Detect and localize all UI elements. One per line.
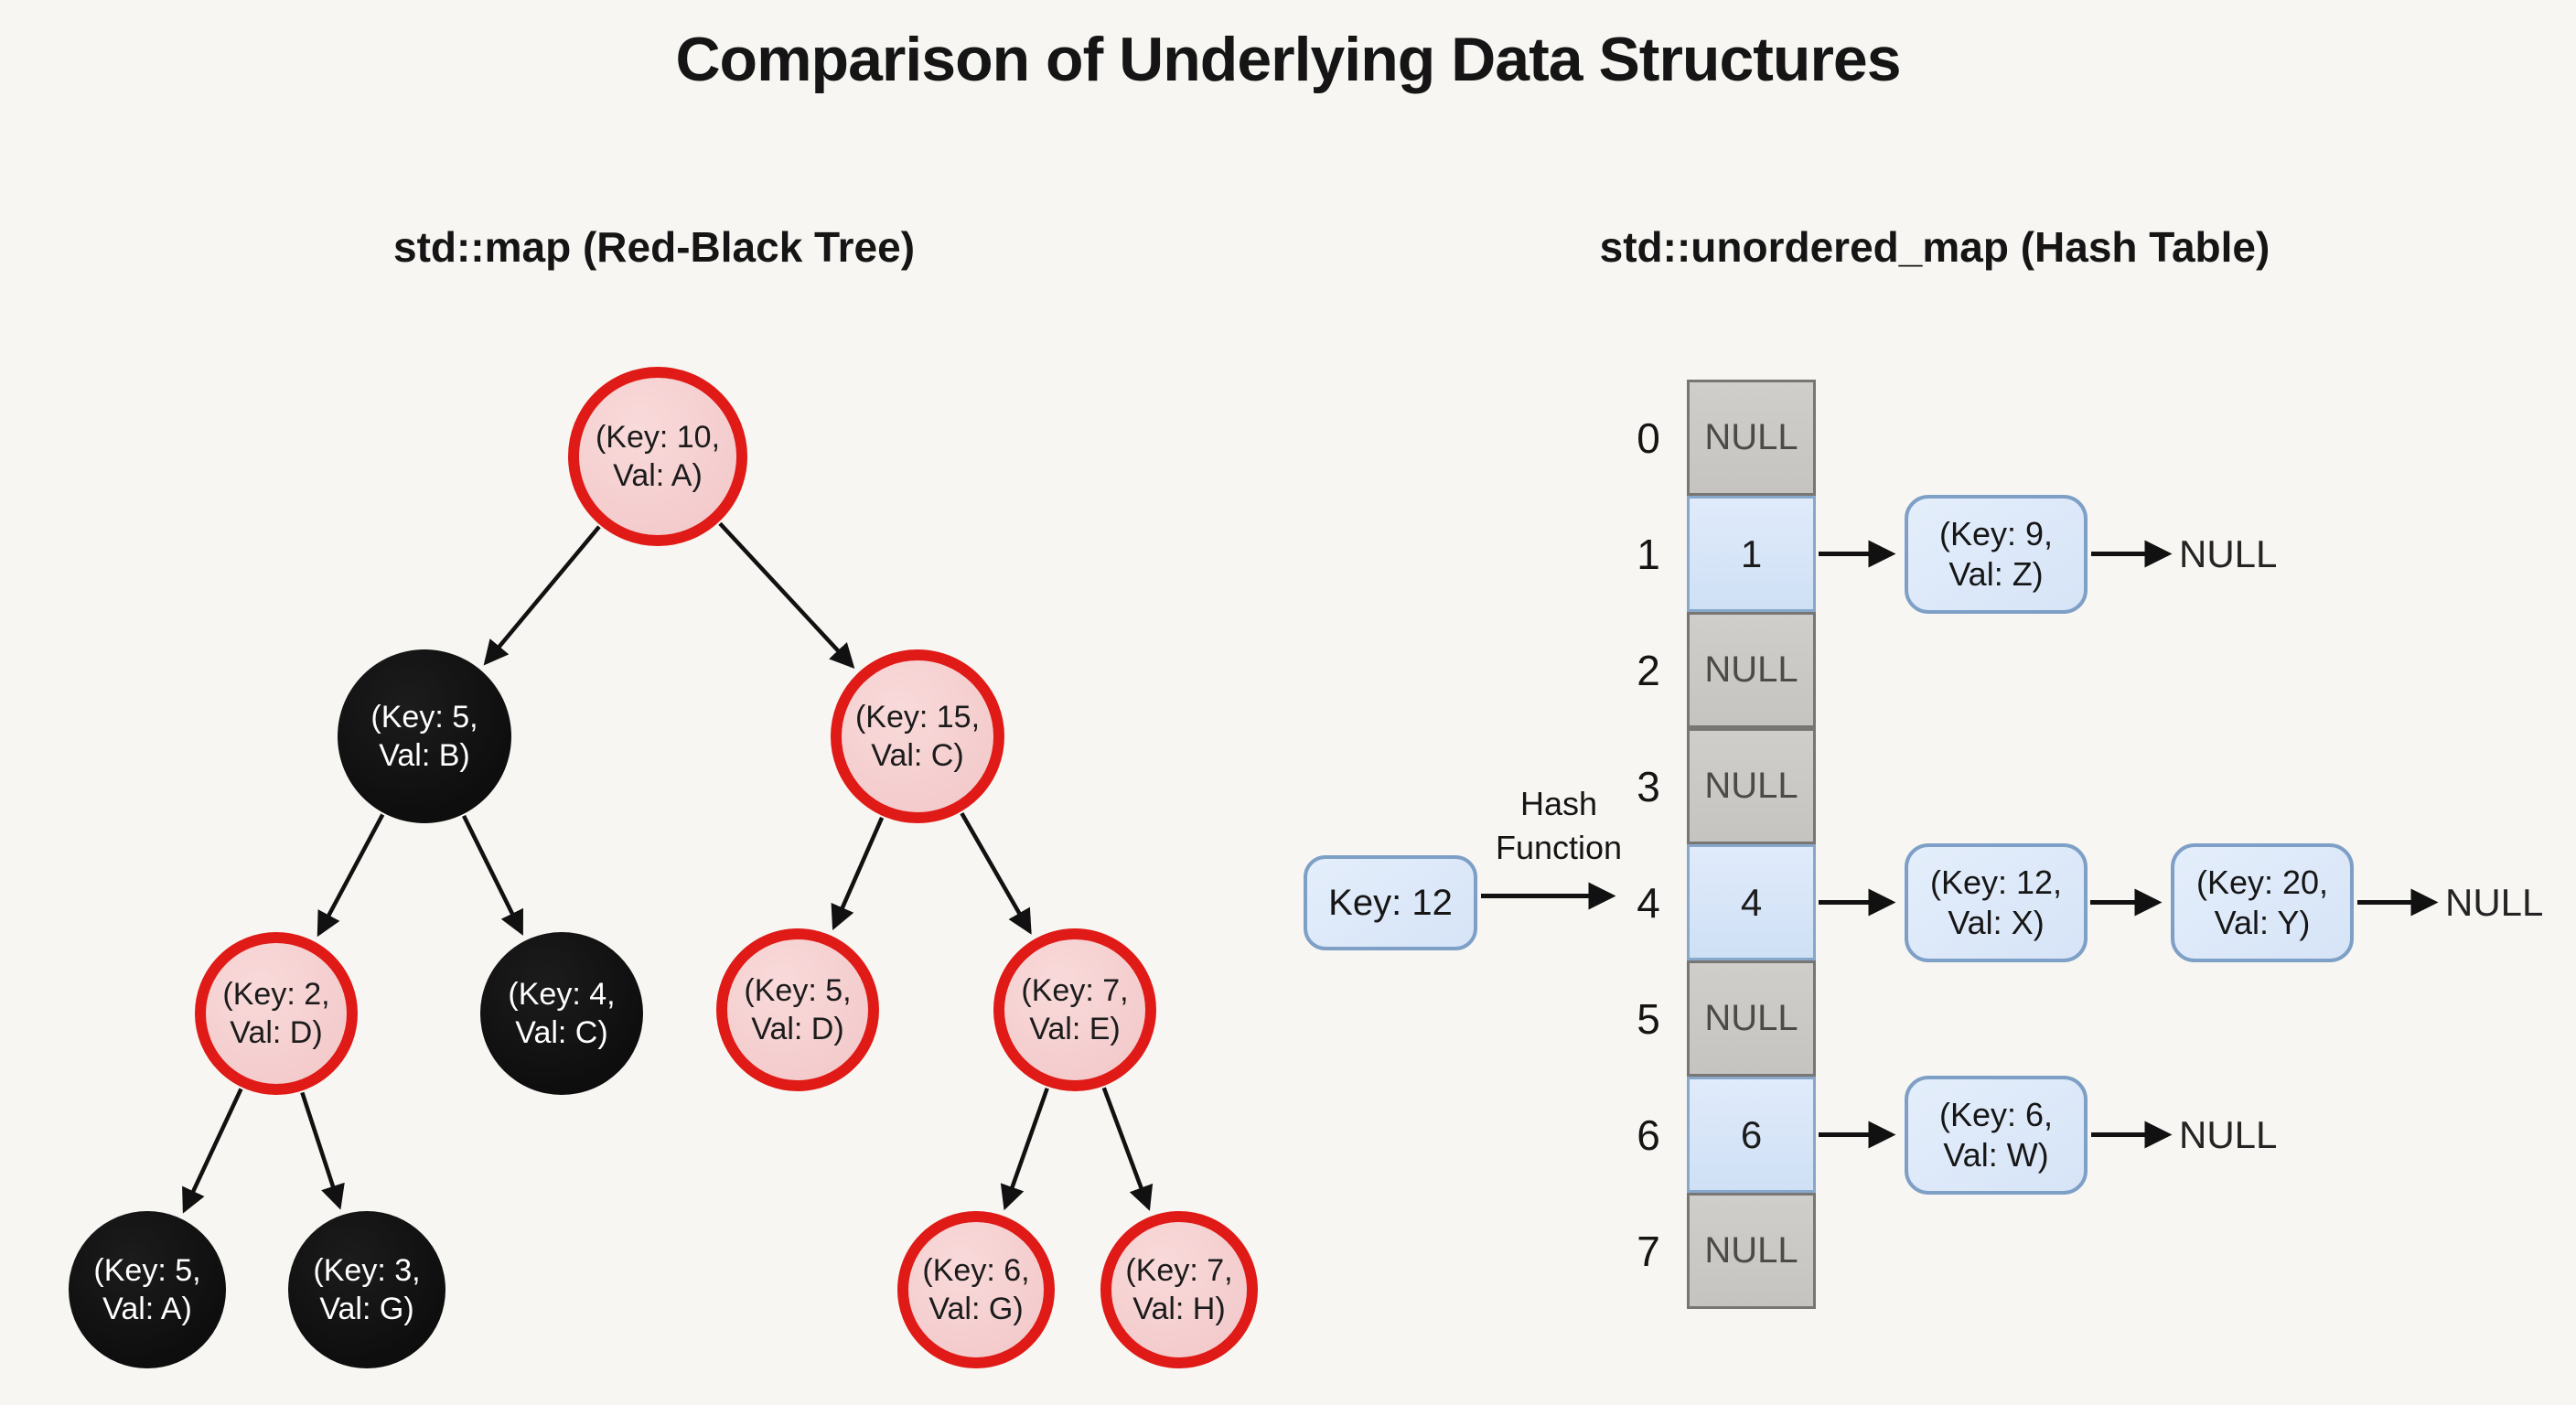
chain-node-val: Val: X) xyxy=(1948,903,2045,941)
tree-node-key: (Key: 6, xyxy=(922,1253,1030,1288)
page-title: Comparison of Underlying Data Structures xyxy=(675,25,1901,94)
arrow xyxy=(317,813,385,938)
left-panel-subtitle: std::map (Red-Black Tree) xyxy=(392,223,916,271)
bucket-cell-empty: NULL xyxy=(1687,960,1816,1077)
arrow xyxy=(831,816,885,931)
tree-node-val: Val: A) xyxy=(102,1292,192,1326)
bucket-index: 4 xyxy=(1637,878,1660,927)
bucket-index: 7 xyxy=(1637,1227,1660,1275)
tree-node-key: (Key: 7, xyxy=(1021,973,1129,1008)
bucket-cell-occupied: 6 xyxy=(1687,1077,1816,1193)
chain-node-key: (Key: 6, xyxy=(1938,1095,2054,1133)
tree-node-black: (Key: 5,Val: B) xyxy=(338,649,511,823)
hash-function-label: Hash Function xyxy=(1496,782,1622,870)
tree-node-key: (Key: 5, xyxy=(370,700,478,735)
right-panel-subtitle: std::unordered_map (Hash Table) xyxy=(1599,223,2270,271)
arrow xyxy=(1000,1088,1049,1211)
bucket-index: 6 xyxy=(1637,1110,1660,1159)
tree-node-val: Val: B) xyxy=(379,738,470,773)
arrow xyxy=(462,814,524,936)
tree-node-red: (Key: 7, Val: H) xyxy=(1100,1211,1258,1368)
bucket-index: 1 xyxy=(1637,530,1660,578)
arrow xyxy=(300,1091,345,1210)
arrow xyxy=(182,1088,243,1214)
bucket-cell-occupied: 4 xyxy=(1687,844,1816,960)
tree-node-key: (Key: 7, xyxy=(1125,1253,1233,1288)
chain-node: (Key: 9,Val: Z) xyxy=(1905,494,2088,614)
bucket-index: 3 xyxy=(1637,762,1660,810)
chain-node-val: Val: W) xyxy=(1943,1135,2049,1174)
tree-node-val: Val: D) xyxy=(230,1015,323,1050)
tree-node-val: Val: C) xyxy=(515,1015,608,1050)
tree-node-val: Val: E) xyxy=(1029,1012,1121,1046)
arrow xyxy=(483,525,601,666)
arrow xyxy=(718,521,855,670)
tree-node-key: (Key: 4, xyxy=(508,977,616,1012)
tree-node-black: (Key: 3, Val: G) xyxy=(288,1211,445,1368)
tree-node-key: (Key: 10, xyxy=(595,420,721,455)
hash-function-label-line1: Hash xyxy=(1519,785,1598,822)
tree-node-val: Val: G) xyxy=(928,1292,1024,1326)
chain-node-val: Val: Y) xyxy=(2214,903,2311,941)
tree-node-val: Val: A) xyxy=(613,458,703,493)
arrow xyxy=(960,811,1032,935)
bucket-cell-empty: NULL xyxy=(1687,1193,1816,1309)
bucket-cell-empty: NULL xyxy=(1687,728,1816,844)
tree-node-black: (Key: 4,Val: C) xyxy=(480,932,643,1095)
bucket-cell-empty: NULL xyxy=(1687,380,1816,496)
tree-node-red: (Key: 2,Val: D) xyxy=(195,932,358,1095)
chain-node: (Key: 12,Val: X) xyxy=(1905,842,2088,962)
bucket-index: 0 xyxy=(1637,413,1660,462)
chain-node: (Key: 20,Val: Y) xyxy=(2171,842,2354,962)
input-key-box: Key: 12 xyxy=(1304,855,1477,950)
chain-node: (Key: 6,Val: W) xyxy=(1905,1075,2088,1195)
tree-node-val: Val: D) xyxy=(751,1012,844,1046)
chain-node-val: Val: Z) xyxy=(1948,554,2044,593)
null-terminator: NULL xyxy=(2445,880,2544,924)
bucket-index: 5 xyxy=(1637,994,1660,1043)
null-terminator: NULL xyxy=(2179,531,2278,575)
tree-node-red: (Key: 5, Val: D) xyxy=(716,928,879,1091)
input-key-label: Key: 12 xyxy=(1328,882,1453,923)
tree-node-black: (Key: 5, Val: A) xyxy=(69,1211,226,1368)
tree-node-key: (Key: 2, xyxy=(222,977,330,1012)
tree-node-val: Val: H) xyxy=(1132,1292,1226,1326)
tree-node-red: (Key: 6, Val: G) xyxy=(897,1211,1055,1368)
tree-node-val: Val: C) xyxy=(871,738,964,773)
chain-node-key: (Key: 12, xyxy=(1929,863,2063,901)
bucket-cell-occupied: 1 xyxy=(1687,496,1816,612)
bucket-index: 2 xyxy=(1637,646,1660,694)
tree-node-val: Val: G) xyxy=(319,1292,414,1326)
tree-node-red: (Key: 15,Val: C) xyxy=(831,649,1004,823)
arrow xyxy=(1101,1087,1154,1211)
null-terminator: NULL xyxy=(2179,1112,2278,1156)
hash-function-label-line2: Function xyxy=(1495,829,1623,866)
tree-node-key: (Key: 15, xyxy=(854,700,981,735)
chain-node-key: (Key: 9, xyxy=(1938,514,2054,552)
chain-node-key: (Key: 20, xyxy=(2195,863,2329,901)
tree-node-red: (Key: 10,Val: A) xyxy=(568,367,747,546)
tree-node-red: (Key: 7, Val: E) xyxy=(993,928,1156,1091)
tree-node-key: (Key: 5, xyxy=(93,1253,201,1288)
bucket-cell-empty: NULL xyxy=(1687,612,1816,728)
tree-node-key: (Key: 3, xyxy=(313,1253,421,1288)
tree-node-key: (Key: 5, xyxy=(744,973,852,1008)
